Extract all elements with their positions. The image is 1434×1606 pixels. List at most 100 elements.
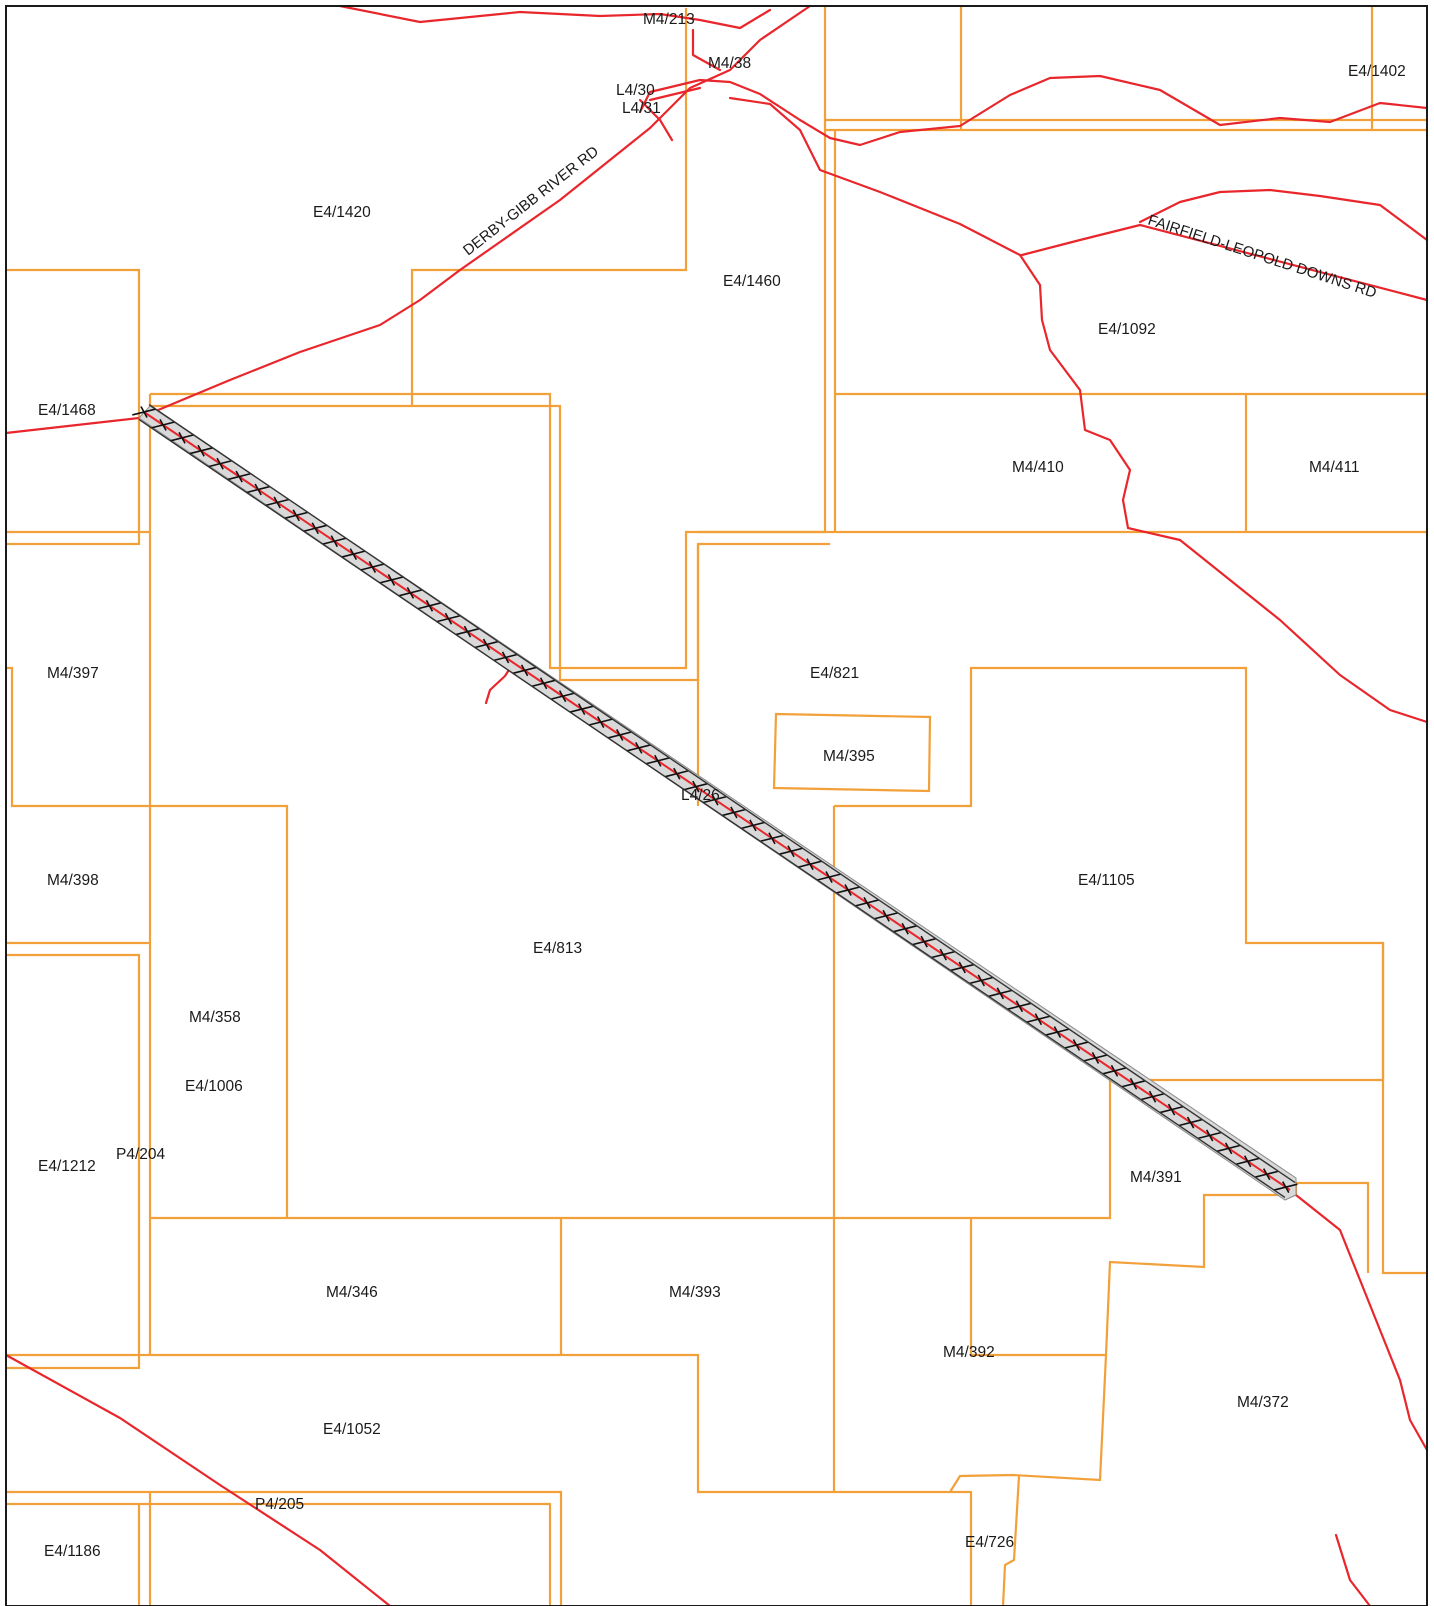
label-l4-30: L4/30 [616,82,655,99]
label-m4-392: M4/392 [943,1344,995,1361]
label-e4-1212: E4/1212 [38,1158,96,1175]
corridor-hatch-mark [1110,1064,1119,1077]
boundary-m4-395 [772,712,932,793]
label-m4-358: M4/358 [189,1009,241,1026]
label-m4-395: M4/395 [823,748,875,765]
boundary-p4-205-inner [6,1502,552,1606]
label-e4-726: E4/726 [965,1534,1014,1551]
corridor-hatch-mark [1015,1000,1024,1013]
corridor-hatch-mark [159,419,167,431]
boundary-e4-813-inner [150,404,830,682]
label-e4-1052: E4/1052 [323,1421,381,1438]
road-fairfield-leopold [1020,223,1429,302]
corridor-hatch-mark [768,832,776,845]
road-south-west-diagonal [4,1353,392,1606]
label-m4-391: M4/391 [1130,1169,1182,1186]
boundary-e4-1460 [150,6,827,670]
corridor-hatch-mark [749,819,757,832]
corridor-hatch-mark [1148,1090,1157,1103]
corridor-hatch-mark [1224,1142,1233,1155]
label-e4-1186: E4/1186 [44,1543,101,1560]
road-derby-gibb [4,4,812,435]
road-derby-gibb-branch [338,4,772,30]
corridor-hatch-mark [463,625,472,638]
corridor-hatch-mark [863,896,871,909]
corridor-hatch-mark [387,574,396,586]
corridor-hatch-mark [254,483,262,496]
corridor-hatch-mark [977,974,986,987]
corridor-hatch-mark [806,858,814,871]
corridor-hatch [132,403,1298,1199]
boundary-m4-346 [150,666,1385,1220]
roads [4,4,1429,1606]
corridor-hatch-mark [787,845,795,858]
corridor-hatch-mark [1053,1026,1062,1039]
corridor-hatch-mark [596,716,605,728]
label-e4-1468: E4/1468 [38,402,96,419]
corridor-hatch-mark [673,767,681,780]
tenement-labels: M4/213 M4/38 L4/30 L4/31 E4/1402 E4/1420… [38,11,1406,1560]
corridor-hatch-mark [140,406,148,418]
label-l4-31: L4/31 [622,100,661,117]
corridor-edge [138,418,1286,1199]
label-e4-1092: E4/1092 [1098,321,1156,338]
tenement-boundaries [6,6,1427,1606]
label-e4-813: E4/813 [533,940,582,957]
label-e4-1420: E4/1420 [313,204,371,221]
corridor-hatch-mark [311,522,319,535]
corridor-hatch-mark [901,922,909,935]
corridor-hatch-mark [273,496,281,509]
corridor-hatch-mark [197,444,205,457]
corridor-l4-26[interactable] [132,403,1298,1201]
corridor-hatch-mark [539,677,548,690]
corridor-hatch-mark [920,935,928,948]
corridor-hatch-mark [1186,1116,1195,1129]
boundary-e4-1052 [6,1353,973,1606]
label-l4-26: L4/26 [681,787,720,804]
boundary-m4-391 [1381,943,1427,1275]
corridor-hatch-mark [558,690,567,703]
corridor-hatch-mark [1205,1129,1214,1142]
corridor-hatch-mark [1091,1052,1100,1064]
label-fairfield-leopold-road: FAIRFIELD-LEOPOLD DOWNS RD [1146,212,1379,302]
corridor-hatch-mark [958,961,966,974]
boundary-e4-726 [1001,1475,1021,1606]
label-m4-393: M4/393 [669,1284,721,1301]
corridor-hatch-mark [615,729,624,741]
label-m4-372: M4/372 [1237,1394,1289,1411]
corridor-hatch-mark [577,703,586,716]
corridor-hatch-mark [844,884,852,896]
road-fairfield-leopold-north [1138,188,1429,242]
label-m4-397: M4/397 [47,665,99,682]
label-e4-1105: E4/1105 [1078,872,1135,889]
label-derby-gibb-road: DERBY-GIBB RIVER RD [460,143,602,259]
corridor-hatch-mark [1034,1013,1043,1026]
boundary-m4-397-left [6,666,289,1218]
corridor-hatch-mark [1167,1103,1176,1116]
label-m4-411: M4/411 [1309,459,1360,476]
corridor-hatch-mark [730,806,738,819]
road-derby-gibb-stub3 [648,86,702,102]
label-e4-1402: E4/1402 [1348,63,1406,80]
label-m4-38: M4/38 [708,55,751,72]
corridor-hatch-mark [425,599,434,612]
road-derby-gibb-stub2 [691,28,722,72]
road-derby-gibb-south-branch [728,96,1022,257]
corridor-hatch-mark [1282,1181,1290,1194]
corridor-hatch-mark [1243,1155,1252,1168]
corridor-hatch-mark [692,780,700,793]
corridor-hatch-mark [1129,1077,1138,1090]
corridor-hatch-mark [444,612,453,625]
corridor-hatch-mark [939,948,947,961]
label-m4-213: M4/213 [643,11,695,28]
boundary-m4-392 [969,1218,1106,1357]
boundary-e4-1468 [6,268,141,546]
corridor-hatch-mark [482,638,491,651]
corridor-hatch-mark [216,457,224,470]
corridor-hatch-mark [882,909,890,922]
label-e4-1006: E4/1006 [185,1078,243,1095]
corridor-hatch-mark [1262,1168,1271,1181]
corridor-hatch-mark [349,548,358,561]
